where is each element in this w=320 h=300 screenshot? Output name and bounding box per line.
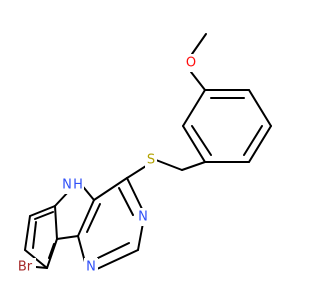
- sulfur-label-bg: [145, 151, 157, 169]
- bond-n1-c9a: [77, 235, 86, 263]
- bond-c-br: [35, 266, 48, 269]
- bond-ar-double-2: [243, 125, 263, 156]
- n-right-label-bg: [137, 208, 149, 226]
- bond-c9b-c9a: [56, 235, 79, 240]
- bond-ar-ch2: [181, 161, 206, 171]
- bond-ar-2: [248, 89, 272, 127]
- oxygen-atom: O: [186, 56, 196, 71]
- bond-ar-5: [182, 125, 206, 163]
- bond-ar-double-3: [191, 125, 212, 156]
- bond-methyl-o: [191, 33, 207, 55]
- nitrogen-nh-atom: N: [62, 178, 72, 193]
- bond-c9a-c4a: [77, 199, 95, 237]
- bond-c4-n3-double: [118, 187, 134, 216]
- bond-ar-3: [248, 125, 272, 163]
- nitrogen-bottom-atom: N: [86, 260, 96, 275]
- molecule-canvas: O S N H N N Br: [14, 33, 272, 276]
- bond-benzo-1: [29, 205, 56, 217]
- bond-benzo-double-1: [32, 221, 37, 249]
- bond-c5a-c9b: [54, 205, 58, 240]
- bond-benzo-double-3: [34, 211, 54, 220]
- bromine-label-bg: [14, 258, 36, 276]
- bond-c9a-c4a-double: [86, 203, 101, 233]
- bond-ch2-s: [155, 159, 183, 171]
- bond-c2-n1-double: [97, 242, 130, 259]
- bond-benzo-2: [24, 215, 31, 251]
- bond-n3-c2: [137, 222, 144, 251]
- nitrogen-right-atom: N: [138, 210, 148, 225]
- n-bottom-label-bg: [84, 258, 98, 276]
- bond-benzo-4: [46, 238, 58, 269]
- bond-c4-n3: [126, 177, 144, 212]
- bromine-atom: Br: [18, 260, 33, 275]
- bond-s-c4: [126, 165, 147, 179]
- sulfur-atom: S: [147, 153, 155, 168]
- bond-o-aryl: [190, 71, 206, 91]
- nh-label-bg: [60, 176, 84, 194]
- bond-c2-n1: [96, 249, 139, 270]
- hydrogen-atom: H: [73, 178, 83, 193]
- bond-benzo-double-2: [48, 243, 55, 259]
- bond-ar-6: [182, 89, 206, 127]
- oxygen-label-bg: [184, 54, 198, 72]
- bond-c4a-c4: [93, 177, 128, 201]
- molecule-structure: O S N H N N Br: [14, 33, 272, 276]
